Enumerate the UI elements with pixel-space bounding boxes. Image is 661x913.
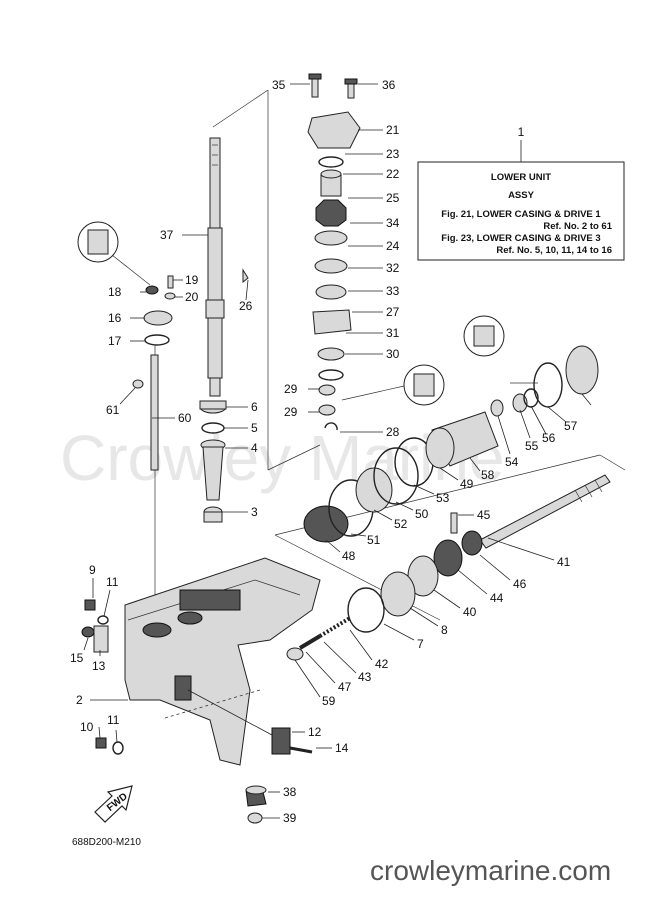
callout-29a: 29 <box>284 382 298 396</box>
callout-5: 5 <box>251 421 258 435</box>
callout-40: 40 <box>463 605 477 619</box>
callout-30: 30 <box>386 347 400 361</box>
callout-54: 54 <box>505 455 519 469</box>
reverse-rings <box>463 315 599 413</box>
callout-59: 59 <box>322 694 336 708</box>
info-box: 1 LOWER UNIT ASSY Fig. 21, LOWER CASING … <box>417 125 625 261</box>
callout-45: 45 <box>477 508 491 522</box>
callout-2: 2 <box>76 693 83 707</box>
leader-lines <box>83 83 592 819</box>
callout-20: 20 <box>185 290 199 304</box>
callout-55a: 55 <box>525 439 539 453</box>
footer-url: crowleymarine.com <box>370 855 611 886</box>
callout-31: 31 <box>386 326 400 340</box>
callout-47: 47 <box>338 680 352 694</box>
info-box-line1: Fig. 21, LOWER CASING & DRIVE 1 <box>441 209 601 220</box>
drive-shaft <box>205 137 225 397</box>
callout-43: 43 <box>358 670 372 684</box>
callout-13: 13 <box>92 659 106 673</box>
info-box-title1: LOWER UNIT <box>491 172 551 183</box>
shift-plunger <box>286 616 352 661</box>
callout-23: 23 <box>386 147 400 161</box>
callout-41: 41 <box>557 555 571 569</box>
casing-fasteners <box>81 599 313 755</box>
info-box-line4: Ref. No. 5, 10, 11, 14 to 16 <box>496 245 612 256</box>
shaft-bearings <box>199 400 227 523</box>
info-box-line2: Ref. No. 2 to 61 <box>543 221 612 232</box>
callout-36: 36 <box>382 78 396 92</box>
callout-49: 49 <box>460 477 474 491</box>
callout-4: 4 <box>251 441 258 455</box>
forward-gear-group <box>303 399 504 543</box>
callout-34: 34 <box>386 216 400 230</box>
callout-11a: 11 <box>106 575 119 589</box>
callout-50: 50 <box>415 507 429 521</box>
lower-casing <box>124 557 321 766</box>
callout-56: 57 <box>564 419 578 433</box>
callout-11b: 11 <box>107 713 120 727</box>
info-box-title2: ASSY <box>508 190 535 201</box>
callout-44: 44 <box>490 591 504 605</box>
water-pump-stack <box>307 73 361 431</box>
callout-26: 26 <box>239 299 253 313</box>
callout-27: 27 <box>386 305 400 319</box>
callout-18: 18 <box>108 285 122 299</box>
callout-15: 15 <box>70 651 84 665</box>
shift-assembly <box>77 221 249 471</box>
callout-28: 28 <box>386 425 400 439</box>
callout-51: 51 <box>367 533 381 547</box>
callout-33: 33 <box>386 284 400 298</box>
callout-16: 16 <box>108 311 122 325</box>
callout-39: 39 <box>283 811 297 825</box>
callout-10: 10 <box>80 720 94 734</box>
callout-3: 3 <box>251 505 258 519</box>
callout-12: 12 <box>308 725 322 739</box>
callout-14: 14 <box>335 741 349 755</box>
info-box-ref: 1 <box>518 125 525 139</box>
callout-25: 25 <box>386 191 400 205</box>
callout-22: 22 <box>386 167 400 181</box>
callout-7: 7 <box>417 637 424 651</box>
callout-numbers: 35 36 21 23 22 25 34 24 32 33 27 31 30 2… <box>70 78 578 825</box>
propeller-shaft <box>479 474 611 549</box>
callout-46: 46 <box>513 577 527 591</box>
callout-29b: 29 <box>284 405 298 419</box>
callout-58: 58 <box>481 468 495 482</box>
pinion-gear <box>245 785 267 824</box>
callout-17: 17 <box>108 334 122 348</box>
callout-19: 19 <box>185 273 199 287</box>
callout-8: 8 <box>441 623 448 637</box>
callout-35: 35 <box>272 78 286 92</box>
callout-52: 52 <box>394 517 408 531</box>
callout-48: 48 <box>342 549 356 563</box>
callout-6: 6 <box>251 400 258 414</box>
callout-9: 9 <box>89 563 96 577</box>
callout-37: 37 <box>160 228 174 242</box>
callout-21: 21 <box>386 123 400 137</box>
callout-24: 24 <box>386 239 400 253</box>
info-box-line3: Fig. 23, LOWER CASING & DRIVE 3 <box>441 233 600 244</box>
callout-61: 61 <box>106 403 120 417</box>
callout-42: 42 <box>375 657 389 671</box>
fwd-arrow: FWD <box>94 785 133 823</box>
callout-55b: 56 <box>542 431 556 445</box>
callout-53: 53 <box>436 491 450 505</box>
callout-32: 32 <box>386 261 400 275</box>
callout-38: 38 <box>283 785 297 799</box>
seal-callout <box>341 364 445 406</box>
diagram-code: 688D200-M210 <box>72 837 141 848</box>
callout-60: 60 <box>178 411 192 425</box>
prop-shaft-components <box>347 512 483 633</box>
